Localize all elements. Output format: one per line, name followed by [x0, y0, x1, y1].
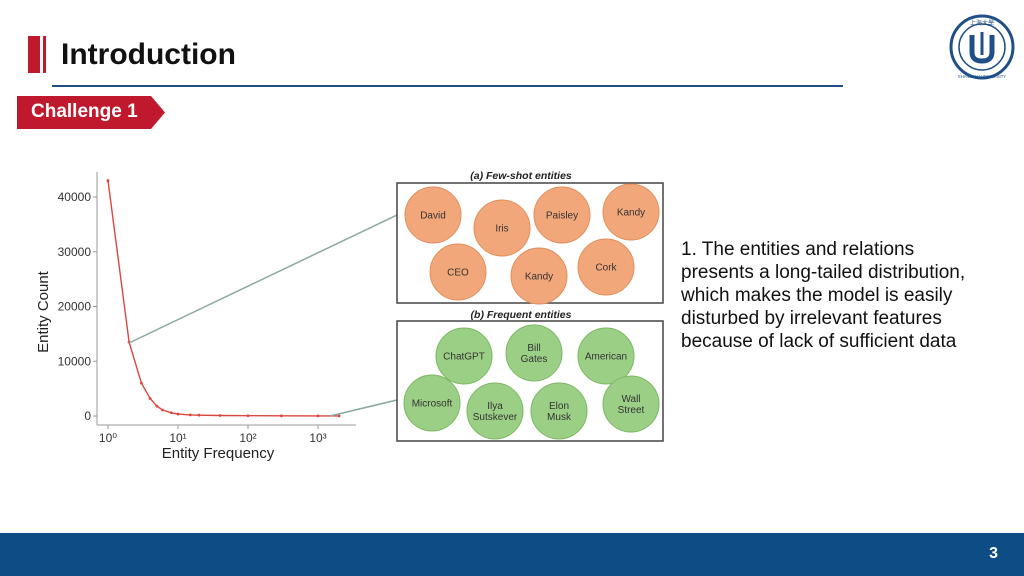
data-point [169, 411, 173, 415]
entity-bubble [403, 374, 461, 432]
x-tick-label: 10³ [309, 431, 326, 445]
data-point [246, 414, 250, 418]
data-point [176, 412, 180, 416]
entity-bubble [429, 243, 487, 301]
entity-label: Ilya [487, 401, 503, 412]
x-tick-label: 10⁰ [99, 431, 117, 445]
data-point [155, 404, 159, 408]
entity-bubble [505, 324, 563, 382]
entity-bubble [404, 186, 462, 244]
entity-bubble [577, 238, 635, 296]
data-point [139, 381, 143, 385]
page-number: 3 [989, 545, 998, 562]
entity-bubble [577, 327, 635, 385]
x-axis-label: Entity Frequency [162, 445, 275, 462]
entity-bubble [533, 186, 591, 244]
title-accent-bar [28, 36, 40, 73]
entity-bubble [473, 199, 531, 257]
entity-label: Bill [527, 343, 540, 354]
entity-label: Wall [621, 394, 640, 405]
entity-bubble [510, 247, 568, 305]
entity-bubble [435, 327, 493, 385]
entity-label: Kandy [617, 208, 645, 219]
y-tick-label: 30000 [58, 245, 92, 259]
x-tick-label: 10² [239, 431, 256, 445]
title-accent-line [43, 36, 46, 73]
entity-label: Gates [521, 354, 548, 365]
challenge-tag-label: Challenge 1 [31, 101, 138, 122]
y-axis-label: Entity Count [35, 270, 52, 353]
data-point [106, 179, 110, 182]
entity-label: Street [618, 405, 645, 416]
data-point [188, 413, 192, 417]
data-point [316, 414, 320, 418]
data-point [218, 414, 222, 417]
entity-label: Iris [495, 224, 508, 235]
logo-glyph: 上海大學 [970, 19, 994, 27]
connector-few-shot [128, 214, 398, 344]
entity-label: Paisley [546, 211, 578, 222]
entity-bubble [602, 183, 660, 241]
title-divider [52, 85, 843, 87]
entity-bubble [466, 382, 524, 440]
entity-label: Sutskever [473, 412, 518, 423]
data-point [161, 408, 164, 412]
x-tick-label: 10¹ [169, 431, 186, 445]
data-point [337, 414, 341, 418]
data-point [148, 397, 152, 400]
university-logo-icon: 上海大學 SHANGHAI UNIVERSITY [949, 14, 1015, 80]
entity-bubble [602, 375, 660, 433]
entity-label: Kandy [525, 272, 553, 283]
y-tick-label: 20000 [58, 300, 92, 314]
entity-label: ChatGPT [443, 352, 485, 363]
entity-label: David [420, 211, 446, 222]
data-point [279, 414, 283, 418]
entity-label: American [585, 352, 627, 363]
entity-label: Cork [595, 263, 617, 274]
panel-b-title: (b) Frequent entities [471, 309, 572, 321]
y-tick-label: 10000 [58, 354, 92, 368]
entity-label: Musk [547, 412, 572, 423]
page-title: Introduction [61, 38, 236, 71]
entity-label: CEO [447, 268, 469, 279]
entity-bubble [530, 382, 588, 440]
logo-text: SHANGHAI UNIVERSITY [958, 74, 1006, 79]
challenge-description: 1. The entities and relations presents a… [681, 239, 966, 352]
entity-label: Elon [549, 401, 569, 412]
chart-plot: 0 10000 20000 30000 40000 10⁰ 10¹ 10² 10³ Entit… [35, 172, 356, 462]
entity-label: Microsoft [412, 399, 453, 410]
connector-frequent [329, 399, 398, 417]
y-tick-label: 0 [84, 409, 91, 423]
panel-b-box [396, 320, 664, 442]
footer-bar [0, 533, 1024, 576]
challenge-tag [17, 96, 165, 129]
panel-a-title: (a) Few-shot entities [470, 170, 572, 182]
y-tick-label: 40000 [58, 190, 92, 204]
data-point [197, 413, 201, 417]
